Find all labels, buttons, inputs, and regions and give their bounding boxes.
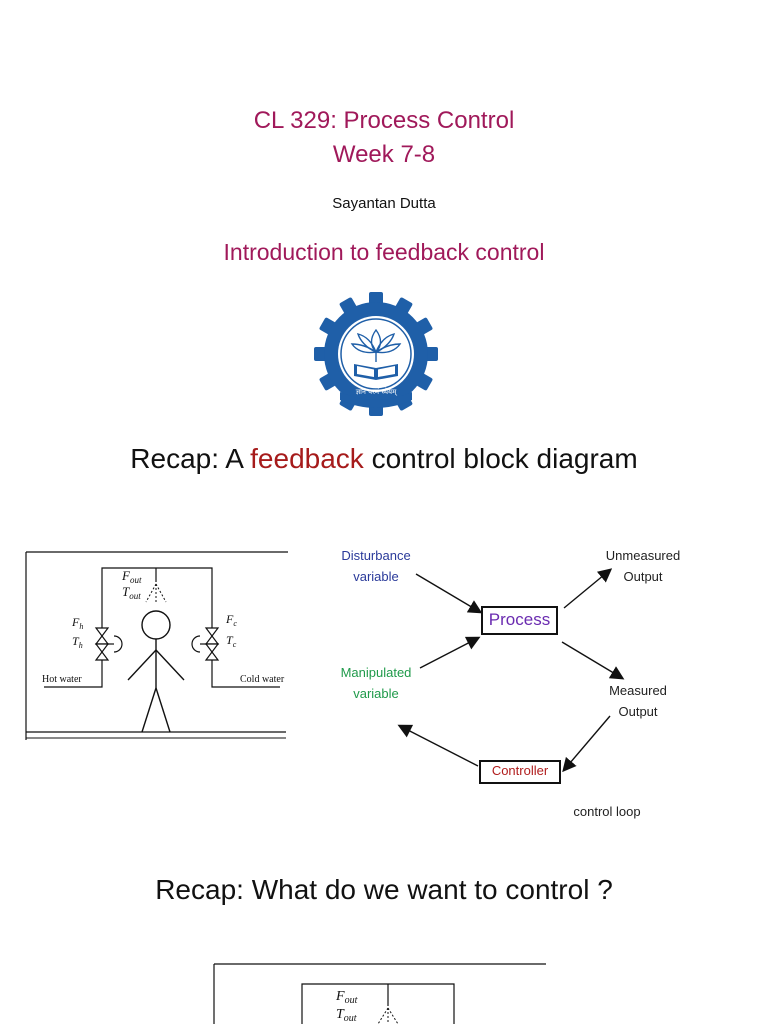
unmeasured-output-label: Unmeasured Output bbox=[588, 545, 698, 587]
shower-diagram: Fout Tout Fh Th Fc Tc Hot water Cold wat… bbox=[18, 548, 290, 756]
shower-t-h: T bbox=[72, 634, 80, 648]
shower-t-c: T bbox=[226, 633, 234, 647]
shower-f-c-sub: c bbox=[233, 619, 237, 628]
shower-f-out: F bbox=[121, 568, 131, 583]
shower-hot-water-label: Hot water bbox=[42, 674, 82, 685]
shower-t-h-sub: h bbox=[79, 641, 83, 650]
arrow-manipulated-to-process bbox=[419, 636, 481, 669]
measured-line-1: Measured bbox=[609, 683, 667, 698]
shower-f-h-sub: h bbox=[79, 622, 83, 631]
svg-text:Fout: Fout bbox=[335, 989, 358, 1006]
title-line-2: Week 7-8 bbox=[332, 141, 436, 168]
heading-text-pre: Recap: A bbox=[130, 443, 251, 474]
shower-f-h: F bbox=[71, 615, 80, 629]
process-block: Process bbox=[481, 606, 558, 635]
disturbance-variable-label: Disturbance variable bbox=[326, 545, 426, 587]
manipulated-variable-label: Manipulated variable bbox=[326, 662, 426, 704]
disturbance-line-2: variable bbox=[353, 569, 399, 584]
shower2-t-out: T bbox=[336, 1007, 345, 1022]
block-diagram-arrows bbox=[320, 540, 720, 800]
manipulated-line-1: Manipulated bbox=[340, 665, 412, 680]
shower-t-c-sub: c bbox=[233, 640, 237, 649]
svg-text:Fout: Fout bbox=[121, 568, 142, 585]
shower-diagram-2: Fout Tout bbox=[212, 962, 546, 1024]
title-line-1: CL 329: Process Control bbox=[253, 107, 515, 134]
heading-text-highlight: feedback bbox=[250, 443, 364, 474]
logo-inscription: ज्ञानं परमं ध्येयम् bbox=[355, 388, 397, 396]
disturbance-line-1: Disturbance bbox=[341, 548, 411, 563]
iit-bombay-logo-icon bbox=[312, 292, 440, 420]
shower2-f-out-sub: out bbox=[345, 995, 358, 1006]
measured-line-2: Output bbox=[618, 704, 658, 719]
section-heading-what-to-control: Recap: What do we want to control ? bbox=[155, 874, 613, 905]
svg-text:Fc: Fc bbox=[225, 612, 237, 628]
control-loop-caption: control loop bbox=[573, 804, 641, 819]
shower2-f-out: F bbox=[335, 989, 345, 1004]
unmeasured-line-2: Output bbox=[623, 569, 663, 584]
arrow-disturbance-to-process bbox=[415, 573, 483, 614]
arrow-process-to-measured bbox=[561, 641, 625, 680]
svg-text:Fh: Fh bbox=[71, 615, 83, 631]
arrow-controller-to-manipulated bbox=[397, 724, 479, 767]
shower-f-c: F bbox=[225, 612, 234, 626]
subtitle: Introduction to feedback control bbox=[223, 239, 545, 265]
heading-text-post: control block diagram bbox=[363, 443, 638, 474]
controller-block: Controller bbox=[479, 760, 561, 784]
shower-cold-water-label: Cold water bbox=[240, 674, 285, 685]
section-heading-block-diagram: Recap: A feedback control block diagram bbox=[0, 443, 768, 475]
svg-text:Tc: Tc bbox=[226, 633, 237, 649]
shower-f-out-sub: out bbox=[130, 575, 142, 585]
shower-t-out: T bbox=[122, 584, 130, 599]
unmeasured-line-1: Unmeasured bbox=[605, 548, 681, 563]
shower2-t-out-sub: out bbox=[344, 1013, 357, 1024]
measured-output-label: Measured Output bbox=[588, 680, 688, 722]
shower-t-out-sub: out bbox=[129, 591, 141, 601]
arrow-measured-to-controller bbox=[562, 715, 611, 773]
arrow-process-to-unmeasured bbox=[563, 568, 613, 609]
svg-text:Tout: Tout bbox=[122, 584, 141, 601]
svg-text:Th: Th bbox=[72, 634, 83, 650]
manipulated-line-2: variable bbox=[353, 686, 399, 701]
author-name: Sayantan Dutta bbox=[332, 195, 436, 212]
svg-text:Tout: Tout bbox=[336, 1007, 357, 1024]
